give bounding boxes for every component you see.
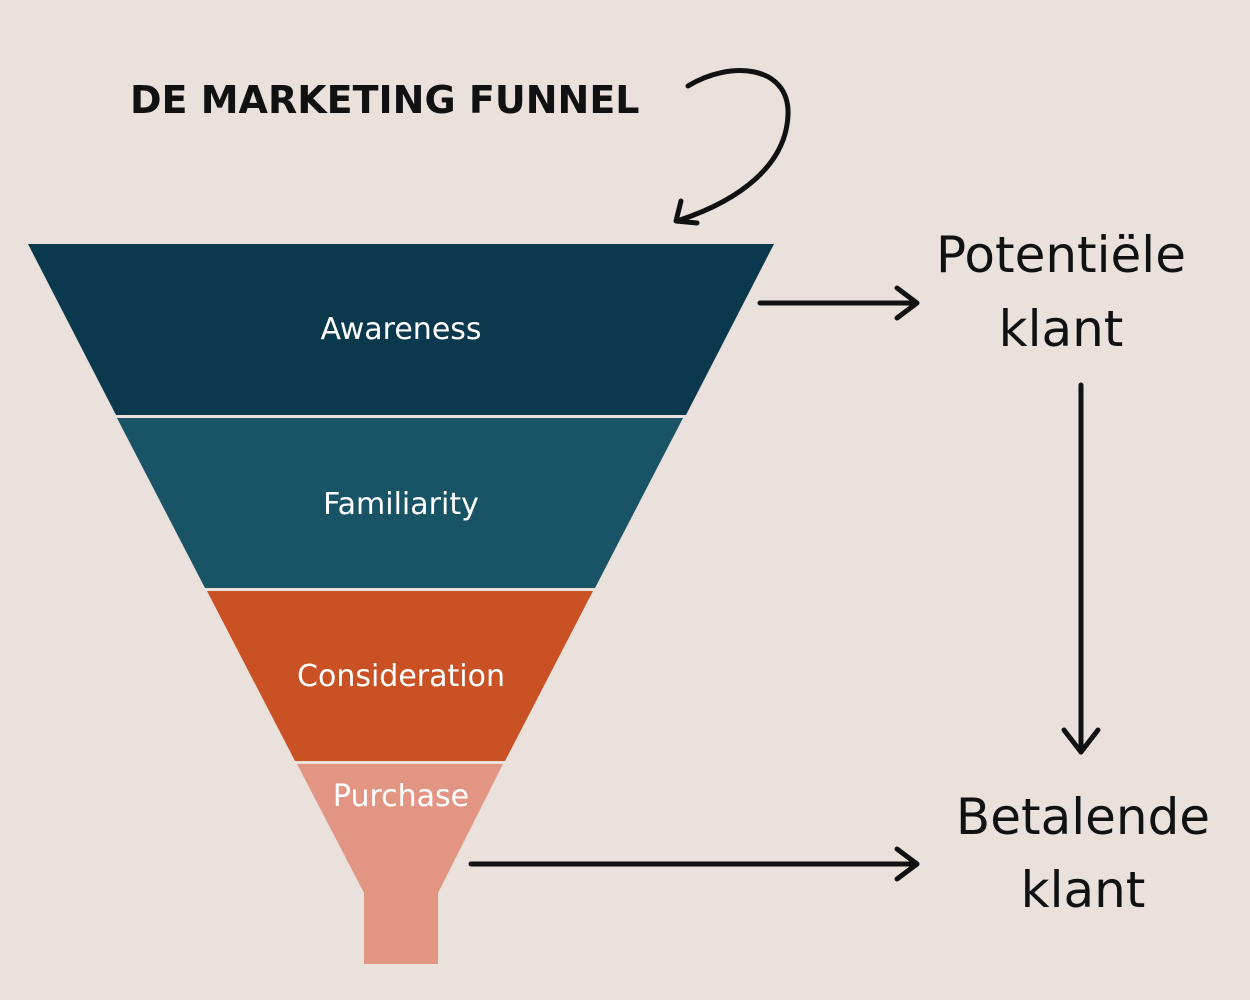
- funnel: Awareness Familiarity Consideration Purc…: [28, 244, 774, 964]
- paying-customer-label-line1: Betalende: [956, 788, 1210, 846]
- potential-customer-label-line2: klant: [999, 300, 1124, 358]
- funnel-stage-label-familiarity: Familiarity: [323, 487, 479, 522]
- potential-customer-label-line1: Potentiële: [936, 226, 1186, 284]
- arrow-potential-to-paying: [1061, 382, 1101, 755]
- arrow-to-potential-customer: [757, 285, 920, 321]
- funnel-stage-consideration: [207, 591, 593, 761]
- title-curved-arrow: [673, 68, 791, 226]
- funnel-stage-label-awareness: Awareness: [320, 312, 481, 347]
- funnel-stage-purchase: [297, 764, 503, 964]
- paying-customer-label-line2: klant: [1021, 861, 1146, 919]
- funnel-stage-familiarity: [117, 418, 683, 588]
- arrow-to-paying-customer: [468, 846, 920, 882]
- funnel-stage-label-purchase: Purchase: [333, 779, 469, 814]
- funnel-stage-awareness: [28, 244, 774, 415]
- funnel-stage-label-consideration: Consideration: [297, 659, 505, 694]
- diagram-title: DE MARKETING FUNNEL: [130, 78, 640, 122]
